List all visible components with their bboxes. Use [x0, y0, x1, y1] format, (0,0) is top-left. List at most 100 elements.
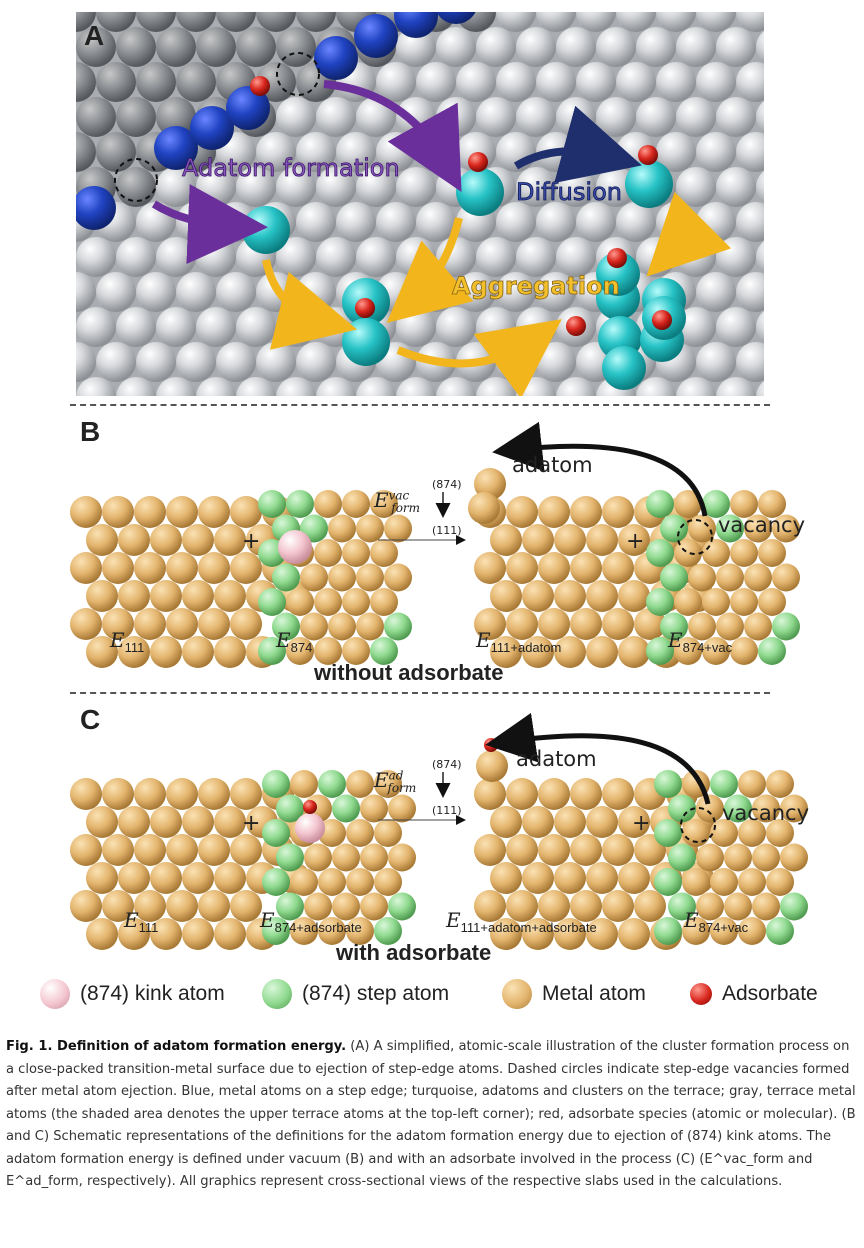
- metal-atom: [300, 612, 328, 641]
- step-atom: [314, 36, 358, 80]
- legend-item-step: (874) step atom: [262, 974, 449, 1014]
- energy-label-111-adatom: E111+adatom: [476, 628, 562, 655]
- metal-atom: [314, 637, 342, 665]
- step-atom-swatch: [262, 979, 292, 1009]
- metal-atom: [506, 552, 538, 584]
- metal-atom: [554, 580, 586, 612]
- kink-atom: [278, 530, 312, 564]
- metal-atom: [490, 806, 522, 838]
- metal-atom: [618, 862, 650, 894]
- step-atom: [646, 490, 674, 518]
- metal-atom: [780, 843, 808, 872]
- terrace-atom: [136, 12, 176, 32]
- metal-atom: [766, 819, 794, 847]
- terrace-atom: [696, 202, 736, 242]
- metal-atom: [304, 892, 332, 921]
- metal-atom: [346, 917, 374, 945]
- metal-atom: [304, 843, 332, 872]
- terrace-atom: [576, 62, 616, 102]
- metal-atom: [70, 608, 102, 640]
- metal-atom: [230, 778, 262, 810]
- terrace-atom: [536, 342, 576, 382]
- metal-atom: [360, 794, 388, 823]
- step-atom: [654, 868, 682, 896]
- metal-atom: [554, 636, 586, 668]
- terrace-atom: [156, 237, 196, 277]
- step-atom: [258, 637, 286, 665]
- metal-atom: [618, 580, 650, 612]
- ejection-arrow: [492, 421, 708, 517]
- metal-atom: [384, 514, 412, 543]
- terrace-atom: [356, 377, 396, 396]
- metal-atom: [328, 612, 356, 641]
- terrace-atom: [556, 237, 596, 277]
- metal-atom: [730, 588, 758, 616]
- step-atom: [388, 892, 416, 921]
- terrace-atom: [656, 62, 696, 102]
- terrace-atom: [216, 12, 256, 32]
- energy-label-111: E111: [124, 908, 159, 935]
- formation-arrow: [151, 184, 268, 265]
- metal-atom: [70, 834, 102, 866]
- metal-atom: [86, 806, 118, 838]
- metal-atom: [102, 552, 134, 584]
- energy-label-874-adsorbate: E874+adsorbate: [260, 908, 362, 935]
- metal-atom: [230, 552, 262, 584]
- step-atom: [332, 794, 360, 823]
- metal-atom: [182, 636, 214, 668]
- metal-atom: [314, 539, 342, 567]
- metal-atom: [166, 890, 198, 922]
- terrace-atom: [696, 132, 736, 172]
- metal-atom: [586, 806, 618, 838]
- aggregation-label: Aggregation: [452, 272, 620, 300]
- formation-energy-symbol: Eadform: [374, 768, 432, 795]
- terrace-atom: [156, 27, 196, 67]
- step-atom: [668, 892, 696, 921]
- slab-874-vac: [646, 490, 800, 665]
- metal-atom: [674, 490, 702, 518]
- metal-atom: [286, 588, 314, 616]
- metal-atom: [198, 608, 230, 640]
- metal-atom: [198, 834, 230, 866]
- terrace-atom: [296, 202, 336, 242]
- terrace-atom: [696, 272, 736, 312]
- metal-atom: [490, 636, 522, 668]
- step-atom: [226, 86, 270, 130]
- plus-sign: +: [632, 811, 650, 836]
- terrace-atom: [756, 101, 764, 133]
- metal-atom: [314, 588, 342, 616]
- metal-atom: [384, 563, 412, 592]
- metal-atom: [86, 580, 118, 612]
- terrace-atom: [256, 12, 296, 32]
- metal-atom: [166, 496, 198, 528]
- metal-atom: [342, 539, 370, 567]
- arrow-top-label: (874): [432, 758, 462, 771]
- metal-atom: [314, 490, 342, 518]
- terrace-atom: [536, 272, 576, 312]
- metal-atom: [290, 770, 318, 798]
- terrace-atom: [396, 167, 436, 207]
- metal-atom-swatch: [502, 979, 532, 1009]
- metal-atom: [538, 552, 570, 584]
- terrace-atom: [476, 27, 516, 67]
- step-atom: [654, 819, 682, 847]
- metal-atom: [716, 563, 744, 592]
- terrace-atom: [516, 27, 556, 67]
- terrace-atom: [576, 12, 616, 32]
- terrace-atom: [696, 62, 736, 102]
- step-atom: [262, 770, 290, 798]
- vacancy-circle: [114, 158, 158, 202]
- metal-atom: [374, 770, 402, 798]
- metal-atom: [134, 834, 166, 866]
- metal-atom: [554, 862, 586, 894]
- metal-atom: [86, 524, 118, 556]
- terrace-atom: [636, 237, 676, 277]
- metal-atom: [166, 552, 198, 584]
- metal-atom: [356, 563, 384, 592]
- step-atom: [276, 794, 304, 823]
- step-atom: [276, 892, 304, 921]
- terrace-atom: [276, 27, 316, 67]
- metal-atom: [150, 806, 182, 838]
- metal-atom: [618, 636, 650, 668]
- terrace-atom: [176, 342, 216, 382]
